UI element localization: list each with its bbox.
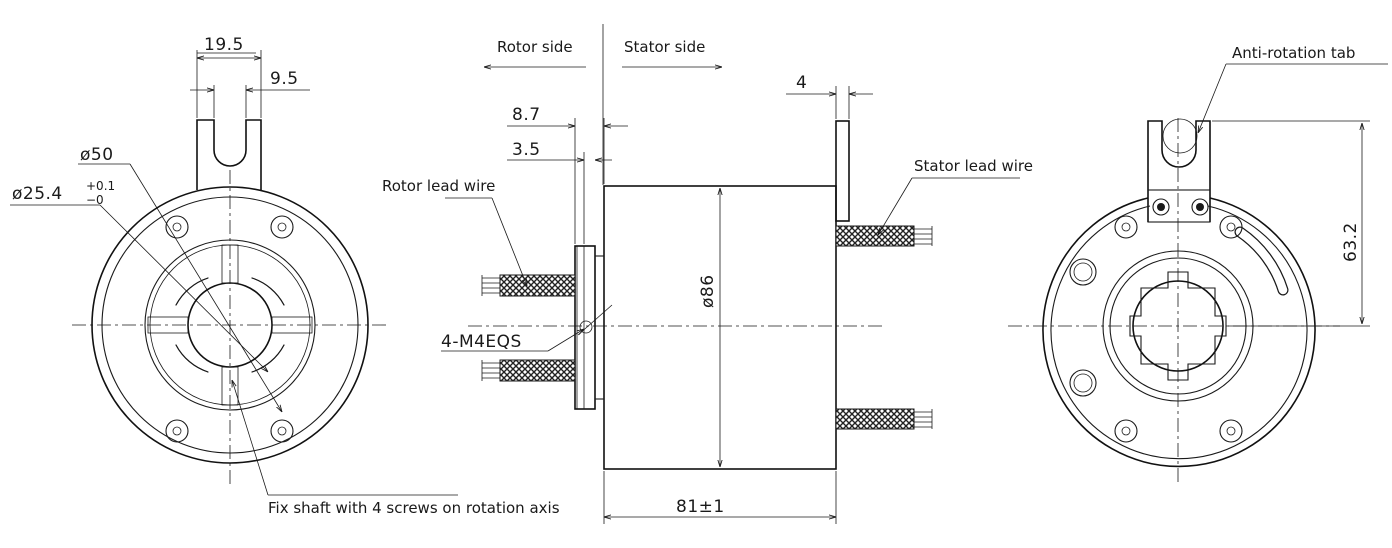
vent-hole <box>1069 369 1097 397</box>
mounting-hole <box>165 419 189 443</box>
screws-label: 4-M4EQS <box>441 332 522 352</box>
dim-tab-thickness: 4 <box>796 73 807 93</box>
right-end-view: Anti-rotation tab 63.2 <box>1008 44 1388 485</box>
dim-bore-tol-lower: −0 <box>86 193 104 207</box>
rotor-wire-upper <box>481 274 576 297</box>
vent-hole <box>1069 258 1097 286</box>
stator-wire-lower <box>835 408 933 430</box>
rotor-wire-lower <box>481 359 576 382</box>
tab-screw <box>1191 198 1209 216</box>
dim-bore-diameter: ø25.4 <box>12 184 63 204</box>
side-view: Rotor side Stator side <box>382 24 1033 524</box>
dim-tab-slot: 9.5 <box>270 69 299 89</box>
mounting-hole <box>270 419 294 443</box>
stator-side-label: Stator side <box>624 38 705 56</box>
dim-tab-height: 63.2 <box>1341 222 1361 262</box>
mounting-hole <box>1219 215 1243 239</box>
stator-wire-upper <box>835 225 933 247</box>
dim-body-diameter: ø86 <box>698 274 718 308</box>
dim-body-length: 81±1 <box>676 497 725 517</box>
dim-tab-width: 19.5 <box>204 35 244 55</box>
left-end-view: 19.5 9.5 ø50 ø25.4 +0.1 −0 Fix shaft wit… <box>10 35 560 517</box>
fix-shaft-note: Fix shaft with 4 screws on rotation axis <box>268 499 560 517</box>
mounting-hole <box>1114 419 1138 443</box>
anti-rotation-tab-label: Anti-rotation tab <box>1232 44 1355 62</box>
dim-flange-thickness: 8.7 <box>512 105 541 125</box>
mounting-hole <box>1219 419 1243 443</box>
stator-lead-wire-label: Stator lead wire <box>914 157 1033 175</box>
rotor-side-label: Rotor side <box>497 38 573 56</box>
dim-outer-diameter: ø50 <box>80 145 114 165</box>
mounting-hole <box>1114 215 1138 239</box>
tab-screw <box>1152 198 1170 216</box>
dim-bore-tol-upper: +0.1 <box>86 179 115 193</box>
mounting-hole <box>165 215 189 239</box>
rotor-lead-wire-label: Rotor lead wire <box>382 177 495 195</box>
mounting-hole <box>270 215 294 239</box>
dim-flange-offset: 3.5 <box>512 140 541 160</box>
